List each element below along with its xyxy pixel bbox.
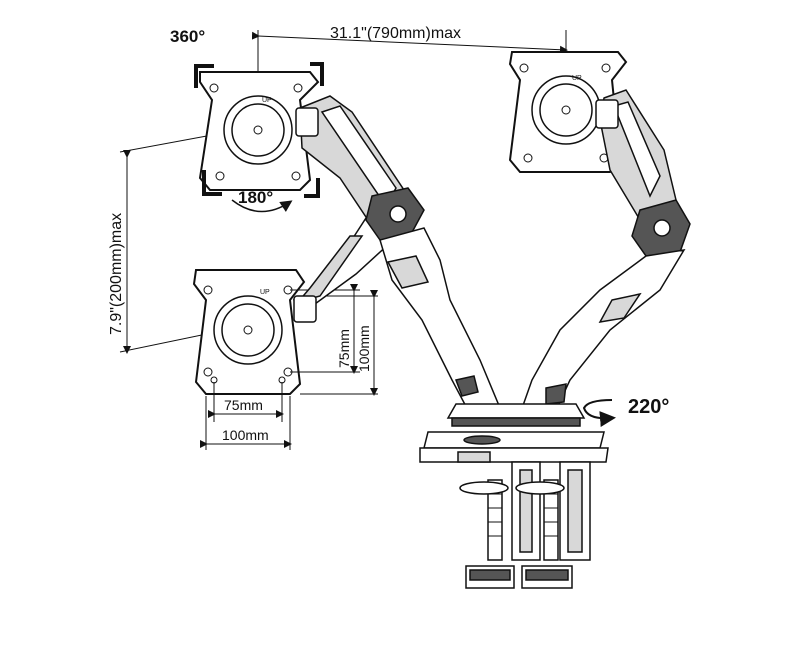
width-max-label: 31.1"(790mm)max: [330, 25, 461, 42]
vesa-plate-top-right: UP: [508, 51, 628, 173]
right-arm: [518, 89, 691, 415]
up-mark-2: UP: [572, 75, 582, 82]
center-post: [446, 403, 586, 427]
swivel-220-label: 220°: [628, 396, 669, 418]
vesa-plate-bottom-left: UP: [192, 269, 306, 395]
vesa-75-vertical-label: 75mm: [336, 329, 352, 368]
rotation-360-label: 360°: [170, 27, 205, 46]
rotation-180-indicator: 180°: [231, 188, 293, 213]
left-arm: [292, 95, 502, 415]
vesa-plate-top-left: UP: [194, 62, 324, 198]
height-max-label: 7.9"(200mm)max: [108, 213, 125, 335]
up-mark-3: UP: [260, 289, 270, 296]
desk-clamp: [419, 431, 609, 589]
swivel-220-indicator: 220°: [582, 396, 669, 427]
vesa-vertical-dimensions: 75mm 100mm: [290, 284, 378, 396]
rotation-180-label: 180°: [238, 188, 273, 207]
vesa-horizontal-dimensions: 75mm 100mm: [200, 382, 292, 450]
up-mark-1: UP: [262, 97, 272, 104]
vesa-100-vertical-label: 100mm: [356, 325, 372, 372]
vesa-75-horizontal-label: 75mm: [224, 397, 263, 413]
vesa-100-horizontal-label: 100mm: [222, 427, 269, 443]
